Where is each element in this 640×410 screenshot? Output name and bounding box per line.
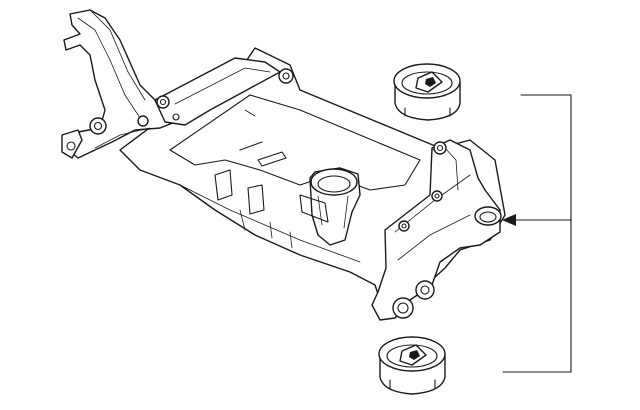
left-cross-member (154, 57, 281, 126)
upper-bushing (393, 63, 461, 121)
left-arm-mount-hole (89, 117, 107, 135)
rear-lower-mount (392, 297, 414, 319)
front-subframe (61, 9, 506, 321)
subframe-right-arm (371, 139, 501, 321)
callout-bracket (502, 94, 572, 373)
rear-mount-hole (415, 280, 435, 300)
tray-slot (257, 151, 287, 167)
callout-arrow (502, 214, 516, 226)
lower-bushing (378, 336, 446, 395)
